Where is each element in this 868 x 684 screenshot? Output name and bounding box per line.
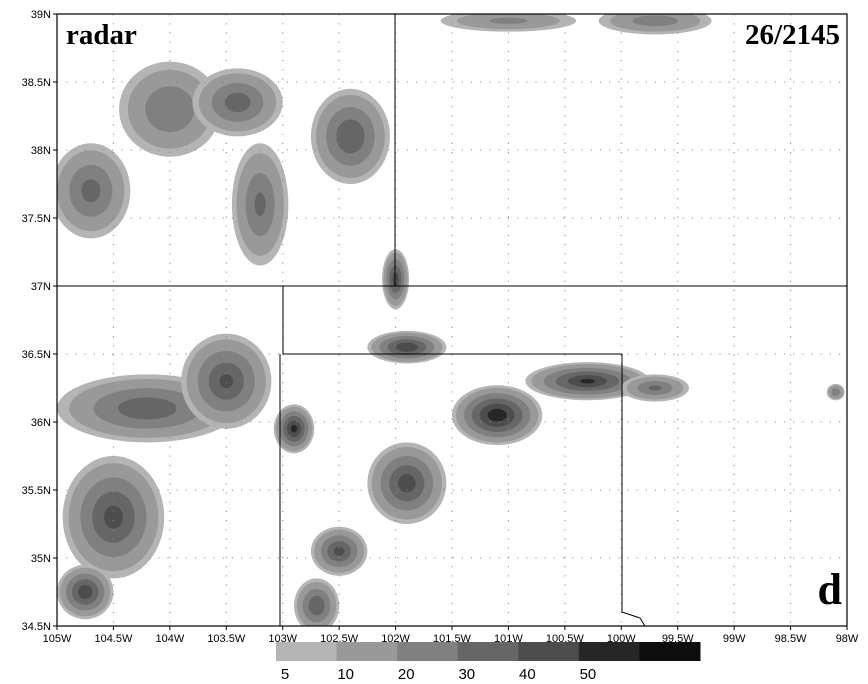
colorbar-label: 30 [458,666,475,683]
y-tick-label: 34.5N [22,621,51,633]
echo-level-50 [580,378,595,384]
echo-cell-tx-3 [367,442,447,524]
echo-level-30 [308,595,325,616]
echo-level-30 [81,179,101,203]
echo-level-50 [290,425,298,433]
echo-cell-sw-1 [62,456,165,579]
echo-level-40 [392,272,399,287]
echo-level-20 [145,86,195,133]
echo-level-40 [103,505,123,529]
y-tick-label: 35N [31,553,51,565]
echo-level-30 [254,192,266,217]
border-texas-panhandle-east [621,354,646,627]
colorbar-swatch [578,642,640,661]
colorbar-label: 40 [519,666,536,683]
echo-cell-ok-1 [367,330,447,364]
colorbar-swatch [518,642,580,661]
echo-cell-tx-4 [310,526,368,576]
echo-cell-sw-2 [57,564,114,620]
echo-cell-e-1 [826,383,845,401]
colorbar-swatch [336,642,398,661]
colorbar-label: 10 [337,666,354,683]
colorbar-swatch [397,642,459,661]
colorbar-label: 50 [580,666,597,683]
echo-cell-n-2 [310,88,390,184]
y-tick-label: 35.5N [22,485,51,497]
x-tick-label: 98W [836,633,859,645]
y-tick-label: 36N [31,417,51,429]
echo-cell-s-1 [294,578,340,626]
echo-cell-nw-1 [57,143,131,239]
echo-level-40 [333,546,345,556]
colorbar: 5 10 20 30 40 50 [276,642,701,683]
y-axis-ticks: 39N 38.5N 38N 37.5N 37N 36.5N 36N 35.5N 35N 34.5N [22,9,57,633]
y-tick-label: 38N [31,145,51,157]
echo-cell-nw-2 [119,61,221,157]
y-tick-label: 39N [31,9,51,21]
echo-level-20 [632,15,678,27]
echo-cell-ne-1 [440,14,577,32]
echo-level-50 [487,408,507,422]
state-borders [57,14,847,627]
colorbar-label: 20 [398,666,415,683]
echo-level-30 [336,119,365,154]
echo-cell-tx-2 [452,385,543,446]
echo-cell-ok-3 [621,374,690,402]
time-label: 26/2145 [745,19,840,51]
colorbar-swatch [457,642,519,661]
echo-cell-n-3 [231,143,289,266]
x-tick-label: 104W [155,633,184,645]
echo-level-40 [398,474,416,493]
y-tick-label: 37N [31,281,51,293]
x-tick-label: 104.5W [94,633,133,645]
echo-cell-n-1 [192,68,283,137]
grid-lines [57,14,847,626]
echo-level-30 [648,385,662,391]
panel-letter: d [818,565,842,614]
x-tick-label: 103.5W [207,633,246,645]
x-tick-label: 98.5W [775,633,807,645]
colorbar-swatch [276,642,338,661]
y-tick-label: 38.5N [22,77,51,89]
x-tick-label: 105W [43,633,72,645]
colorbar-swatch [639,642,701,661]
echo-level-40 [395,342,419,352]
echo-cell-ne-2 [598,14,712,35]
echo-cell-tx-1 [273,404,315,454]
radar-echoes [57,14,845,626]
echo-level-30 [224,92,251,113]
echo-level-40 [78,585,93,599]
echo-level-40 [219,374,233,389]
source-label: radar [66,19,137,51]
echo-cell-ok-2 [525,362,650,401]
y-tick-label: 37.5N [22,213,51,225]
echo-band-w-2 [181,333,272,429]
y-tick-label: 36.5N [22,349,51,361]
echo-level-20 [489,17,528,24]
x-tick-label: 99W [723,633,746,645]
echo-level-20 [831,388,841,397]
colorbar-label: 5 [281,666,289,683]
echo-level-30 [118,397,177,420]
